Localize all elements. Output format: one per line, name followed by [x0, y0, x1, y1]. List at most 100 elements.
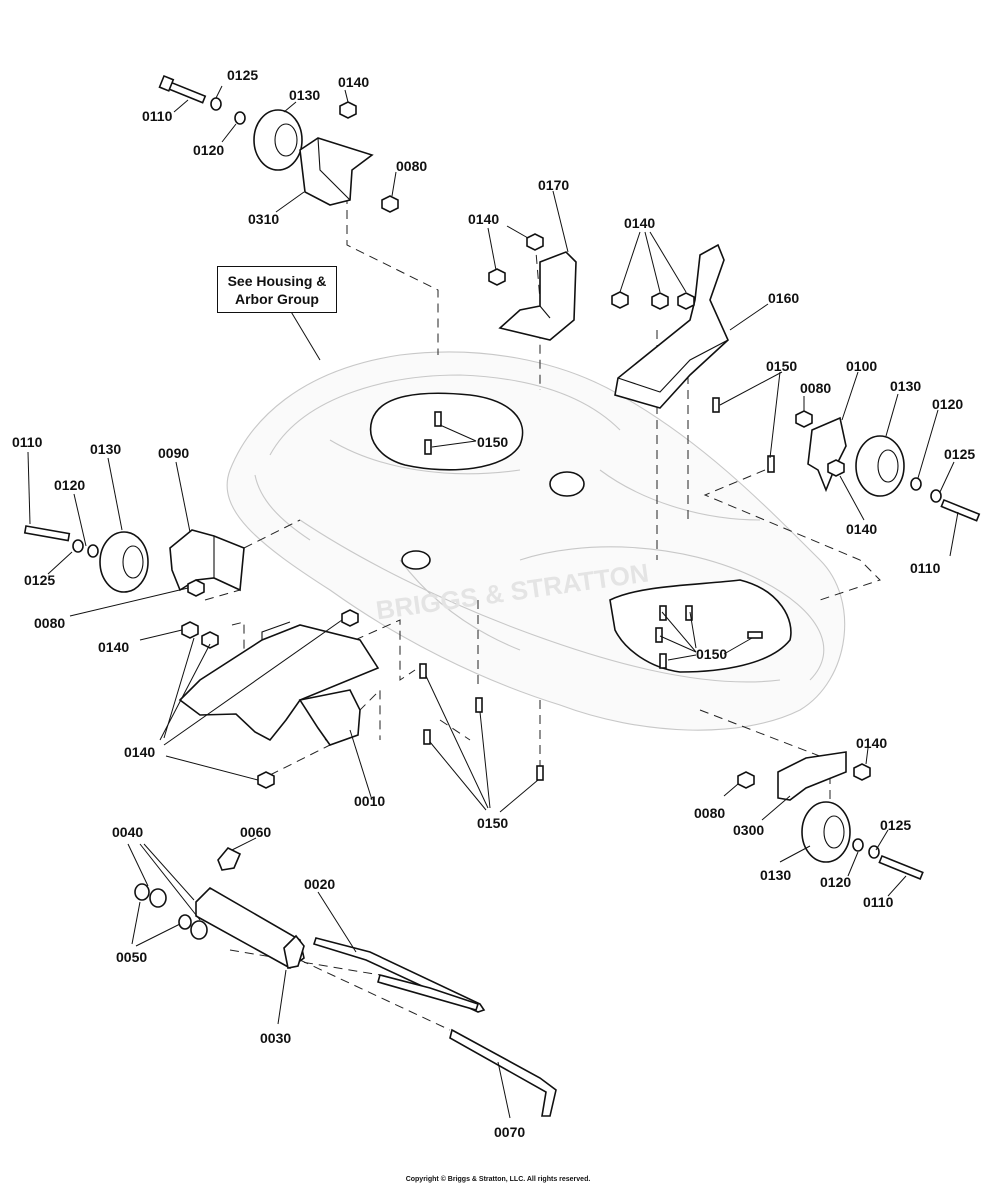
label-0140: 0140 [846, 521, 877, 537]
deck-hole-small-1 [549, 471, 585, 497]
rear-wheel-assembly [737, 751, 924, 881]
label-0150: 0150 [696, 646, 727, 662]
washer-0120-left [87, 544, 99, 558]
bracket-0170-group [488, 233, 577, 341]
label-0100: 0100 [846, 358, 877, 374]
nut-0140-170a [526, 233, 544, 251]
washer-0125-left [72, 539, 84, 553]
label-0140: 0140 [856, 735, 887, 751]
label-0130: 0130 [760, 867, 791, 883]
nut-0140-right [827, 459, 845, 477]
height-adjust-assembly [134, 847, 557, 1117]
label-0060: 0060 [240, 824, 271, 840]
label-0125: 0125 [944, 446, 975, 462]
nut-0080-left [187, 579, 205, 597]
deck-cutout-right [609, 579, 792, 673]
label-0150: 0150 [477, 434, 508, 450]
copyright-notice: Copyright © Briggs & Stratton, LLC. All … [405, 1176, 591, 1183]
label-0140: 0140 [468, 211, 499, 227]
washer-0120-rear [852, 838, 864, 852]
label-0050: 0050 [116, 949, 147, 965]
label-0110: 0110 [863, 894, 894, 910]
right-wheel-assembly [767, 410, 981, 522]
top-wheel-assembly [158, 74, 399, 213]
wheel-0130-rear [801, 801, 851, 863]
nut-0140-top [339, 101, 357, 119]
nut-0080-top [381, 195, 399, 213]
label-0120: 0120 [932, 396, 963, 412]
label-0110: 0110 [12, 434, 43, 450]
label-0080: 0080 [694, 805, 725, 821]
label-0130: 0130 [890, 378, 921, 394]
bracket-0100 [807, 416, 847, 493]
clip-0060 [217, 847, 242, 871]
deck-cutout-left [369, 392, 524, 471]
washer-0125-top [210, 97, 222, 111]
label-0140: 0140 [624, 215, 655, 231]
label-0080: 0080 [800, 380, 831, 396]
bracket-0310 [299, 137, 374, 206]
leader-lines [27, 85, 959, 1119]
label-0030: 0030 [260, 1030, 291, 1046]
left-wheel-assembly [23, 525, 245, 597]
label-0125: 0125 [24, 572, 55, 588]
label-0080: 0080 [34, 615, 65, 631]
bracket-0170 [498, 251, 577, 341]
bolt-0150-right [767, 455, 775, 473]
label-0120: 0120 [54, 477, 85, 493]
bracket-0160 [614, 243, 729, 409]
label-0040: 0040 [112, 824, 143, 840]
deck-hole-small-2 [401, 550, 431, 570]
label-0300: 0300 [733, 822, 764, 838]
nut-0140-160b [651, 292, 669, 310]
nut-0140-160c [677, 292, 695, 310]
nut-0080-rear [737, 771, 755, 789]
label-0150: 0150 [766, 358, 797, 374]
nut-0140-baffle-d [257, 771, 275, 789]
baffle-0010-group [178, 609, 380, 789]
bolt-0110-left [23, 525, 71, 542]
washer-0125-right [930, 489, 942, 503]
wheel-0130-top [253, 109, 303, 171]
bolt-0110-top [166, 80, 207, 104]
wheel-0130-right [855, 435, 905, 497]
label-0120: 0120 [193, 142, 224, 158]
bolt-0110-rear [878, 854, 924, 881]
label-0170: 0170 [538, 177, 569, 193]
label-0140: 0140 [98, 639, 129, 655]
label-0070: 0070 [494, 1124, 525, 1140]
label-0130: 0130 [289, 87, 320, 103]
washer-0120-right [910, 477, 922, 491]
rod-0070 [449, 1028, 557, 1117]
nut-0140-baffle-c [341, 609, 359, 627]
nut-0140-baffle-a [181, 621, 199, 639]
wheel-0130-left [99, 531, 149, 593]
bushing-0040-a [134, 883, 150, 901]
label-0010: 0010 [354, 793, 385, 809]
washer-0120-top [234, 111, 246, 125]
bushing-0050-b [190, 920, 208, 940]
see-housing-note: See Housing & Arbor Group [217, 266, 337, 313]
bracket-0160-group [611, 243, 729, 413]
callout-labels: 0125 0140 0110 0130 0120 0080 0310 0170 … [12, 67, 975, 1140]
label-0125: 0125 [880, 817, 911, 833]
label-0110: 0110 [910, 560, 941, 576]
nut-0140-baffle-b [201, 631, 219, 649]
label-0130: 0130 [90, 441, 121, 457]
label-0140: 0140 [338, 74, 369, 90]
nut-0140-rear [853, 763, 871, 781]
nut-0140-170b [488, 268, 506, 286]
label-0150: 0150 [477, 815, 508, 831]
label-0160: 0160 [768, 290, 799, 306]
label-0310: 0310 [248, 211, 279, 227]
label-0140: 0140 [124, 744, 155, 760]
bolt-0150-160 [712, 397, 720, 413]
label-0110: 0110 [142, 108, 173, 124]
bracket-0300 [777, 751, 847, 801]
label-0125: 0125 [227, 67, 258, 83]
bushing-0050-a [178, 914, 192, 930]
lever-0030 [195, 887, 305, 969]
label-0080: 0080 [396, 158, 427, 174]
